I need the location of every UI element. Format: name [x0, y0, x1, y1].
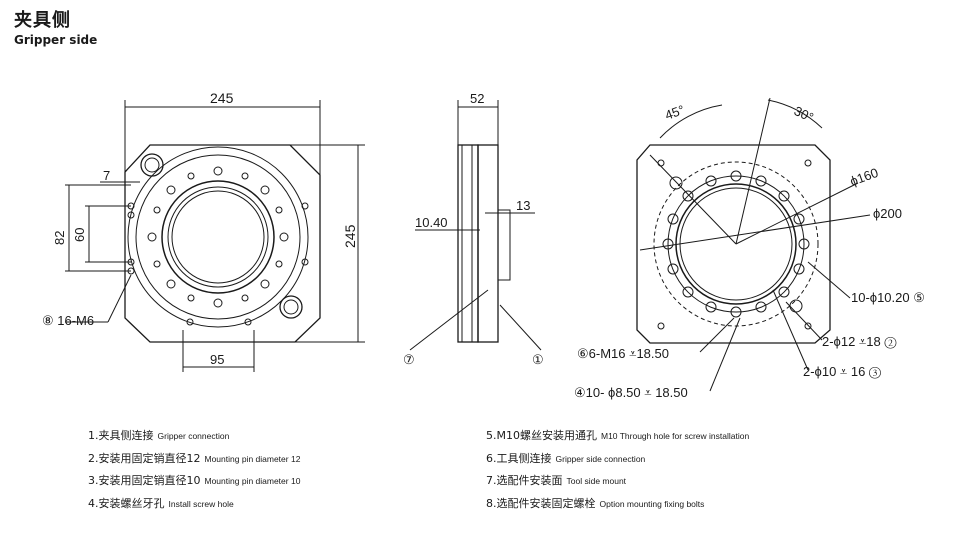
dim-60: 60 — [72, 228, 87, 242]
dim-30-deg: 30° — [792, 103, 816, 125]
side-view — [409, 100, 542, 351]
callout-7: ⑦ — [403, 352, 415, 367]
dim-height: 245 — [342, 224, 358, 248]
page-title: 夹具侧 — [14, 10, 71, 31]
dim-95: 95 — [210, 352, 224, 367]
dim-7: 7 — [103, 168, 110, 183]
callout-1: ① — [532, 352, 544, 367]
callout-2: 2-ϕ12 ⩡18 ② — [822, 334, 897, 349]
dim-d160: ϕ160 — [848, 165, 880, 189]
dim-45-deg: 45° — [663, 102, 687, 123]
dim-side-1040: 10.40 — [415, 215, 448, 230]
dim-d200: ϕ200 — [873, 206, 902, 221]
page-subtitle: Gripper side — [14, 33, 98, 47]
top-view — [636, 97, 871, 392]
callout-5: 10-ϕ10.20 ⑤ — [851, 290, 925, 305]
technical-drawing: 245 245 82 60 7 95 ⑧ 16-M6 52 13 10.40 ⑦… — [42, 90, 925, 400]
dim-82: 82 — [52, 231, 67, 245]
dim-side-13: 13 — [516, 198, 530, 213]
dim-width: 245 — [210, 90, 234, 106]
callout-4: ④10- ϕ8.50 ⩡ 18.50 — [574, 385, 688, 400]
callout-8: ⑧ 16-M6 — [42, 313, 94, 328]
dim-side-width: 52 — [470, 91, 484, 106]
callout-6: ⑥6-M16 ⩡18.50 — [577, 346, 669, 361]
front-view — [65, 100, 365, 372]
callout-3: 2-ϕ10 ⩡ 16 ③ — [803, 364, 882, 379]
